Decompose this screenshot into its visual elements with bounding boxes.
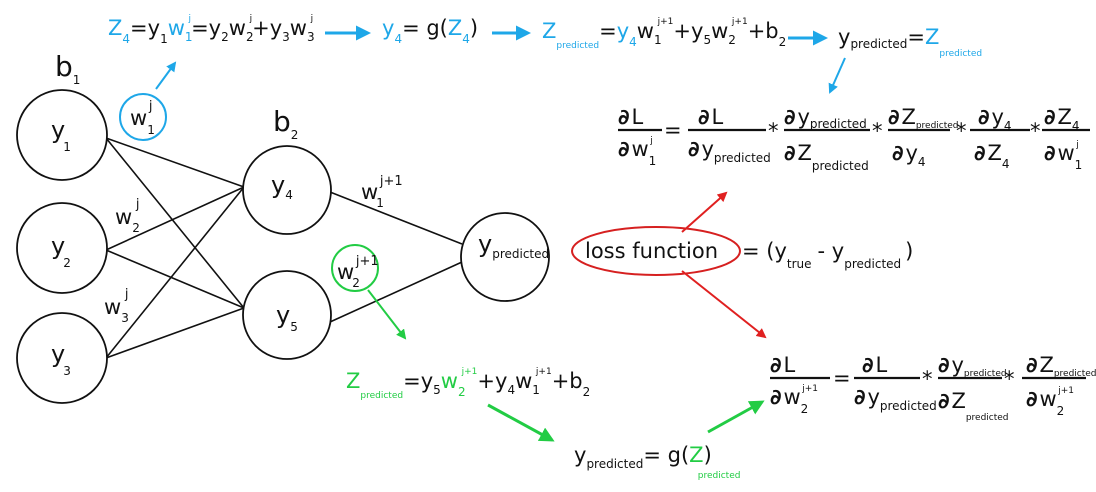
node-y5-label: y5 xyxy=(276,301,298,334)
loss-function-label: loss function xyxy=(585,239,718,263)
node-output xyxy=(460,212,550,302)
weight-w3j: w3j xyxy=(104,287,129,325)
weight-w2j1: w2j+1 xyxy=(337,254,379,290)
red-arrow-down xyxy=(681,270,767,339)
green-arrow-1 xyxy=(487,403,555,442)
gb-t2-num: ∂ypredicted xyxy=(938,353,1007,379)
gt-t3-den: ∂y4 xyxy=(892,141,926,169)
blue-arrow-weight xyxy=(155,61,177,90)
gb-mul-1: * xyxy=(922,367,933,391)
node-y2 xyxy=(16,202,108,294)
edge-y1-y5 xyxy=(105,137,245,309)
gt-t4-den: ∂Z4 xyxy=(974,141,1009,171)
node-y4 xyxy=(242,145,332,235)
edge-y4-out xyxy=(329,191,463,245)
bottom-eq-ypred: ypredicted= g(Z)predicted xyxy=(574,443,740,481)
network-nodes xyxy=(16,89,550,404)
gt-mul-1: * xyxy=(768,119,779,143)
gb-t3-den: ∂w2j+1 xyxy=(1026,386,1074,418)
gb-t3-num: ∂Zpredicted xyxy=(1026,353,1096,379)
weight-w1j1: w1j+1 xyxy=(361,174,403,210)
node-y1 xyxy=(16,89,108,181)
loss-function-highlight xyxy=(571,226,741,276)
gt-t4-num: ∂y4 xyxy=(978,105,1012,133)
edge-y2-y4 xyxy=(105,186,245,251)
node-output-label: ypredicted xyxy=(478,230,549,261)
node-y5 xyxy=(242,270,332,360)
top-eq-zpred: Zpredicted=y4w1j+1+y5w2j+1+b2 xyxy=(542,17,786,51)
gt-t1-num: ∂L xyxy=(698,105,723,129)
edge-y1-y4 xyxy=(105,137,245,188)
green-arrow-2 xyxy=(707,400,765,434)
weight-w1j-highlight xyxy=(119,93,167,141)
gt-t5-num: ∂Z4 xyxy=(1044,105,1079,133)
gt-lhs-num: ∂L xyxy=(618,105,643,129)
bias-b1: b1 xyxy=(55,50,80,87)
edge-y3-y4 xyxy=(105,186,245,359)
bottom-eq-zpred: Zpredicted=y5w2j+1+y4w1j+1+b2 xyxy=(346,367,590,401)
gt-t2-den: ∂Zpredicted xyxy=(784,141,869,173)
gt-t1-den: ∂ypredicted xyxy=(688,137,771,165)
weight-w2j1-highlight xyxy=(331,244,379,292)
top-eq-z4: Z4=y1w1j=y2w2j+y3w3j xyxy=(108,14,315,46)
bias-b2: b2 xyxy=(273,105,298,142)
gt-t2-num: ∂ypredicted xyxy=(784,105,867,131)
gb-mul-2: * xyxy=(1004,367,1015,391)
gt-eq: = xyxy=(664,118,682,142)
gt-mul-3: * xyxy=(956,119,967,143)
node-y4-label: y4 xyxy=(271,171,293,202)
edge-y2-y5 xyxy=(105,249,245,309)
gb-t1-den: ∂ypredicted xyxy=(854,385,937,413)
gt-t3-num: ∂Zpredicted xyxy=(888,105,959,131)
weight-w1j: w1j xyxy=(130,99,155,137)
green-arrow-weight xyxy=(367,289,407,340)
gb-lhs-num: ∂L xyxy=(770,353,795,377)
gb-eq: = xyxy=(833,366,851,390)
gradient-bottom: ∂L ∂w2j+1 = ∂L ∂ypredicted * ∂ypredicted… xyxy=(770,353,1096,423)
weight-w2j: w2j xyxy=(115,197,140,235)
gb-t2-den: ∂Zpredicted xyxy=(938,389,1009,423)
edge-y5-out xyxy=(329,261,463,323)
gt-t5-den: ∂w1j xyxy=(1044,140,1082,172)
gradient-top: ∂L ∂w1j = ∂L ∂ypredicted * ∂ypredicted ∂… xyxy=(618,105,1090,173)
gb-t1-num: ∂L xyxy=(862,353,887,377)
gt-mul-4: * xyxy=(1030,119,1041,143)
gb-lhs-den: ∂w2j+1 xyxy=(770,384,818,416)
top-eq-y4: y4= g(Z4) xyxy=(382,16,478,46)
blue-arrow-down xyxy=(828,57,846,94)
top-chain: Z4=y1w1j=y2w2j+y3w3j y4= g(Z4) Zpredicte… xyxy=(108,14,982,94)
top-eq-ypred: ypredicted=Zpredicted xyxy=(838,25,982,59)
red-arrow-up xyxy=(681,191,728,233)
gt-lhs-den: ∂w1j xyxy=(618,136,656,168)
edge-y3-y5 xyxy=(105,307,245,359)
gt-mul-2: * xyxy=(872,119,883,143)
network-edges xyxy=(105,137,463,359)
bottom-chain: Zpredicted=y5w2j+1+y4w1j+1+b2 ypredicted… xyxy=(346,289,765,481)
loss-function-rhs: = (ytrue- ypredicted) xyxy=(742,239,913,271)
node-y3 xyxy=(16,312,108,404)
